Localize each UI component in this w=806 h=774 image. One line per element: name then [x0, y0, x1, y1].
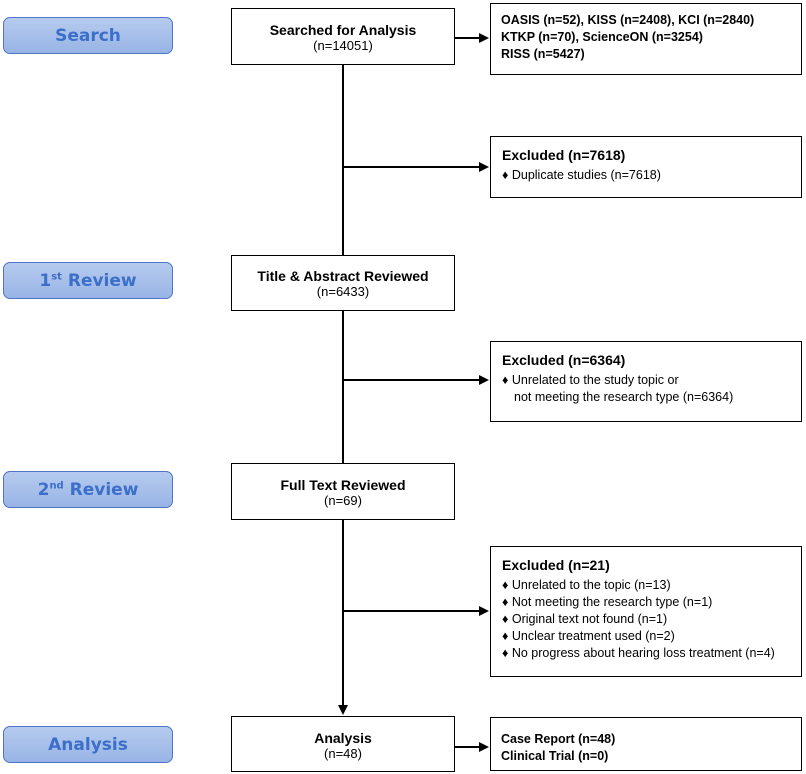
- stage-second-review: 2nd Review: [3, 471, 173, 508]
- title-abstract-count: (n=6433): [316, 284, 370, 299]
- excluded-first-review-header: Excluded (n=6364): [502, 352, 626, 368]
- title-abstract-title: Title & Abstract Reviewed: [257, 268, 429, 284]
- arrow-right-icon: [479, 375, 489, 385]
- sources-line: OASIS (n=52), KISS (n=2408), KCI (n=2840…: [501, 13, 755, 27]
- excluded-item: ♦ No progress about hearing loss treatme…: [502, 646, 775, 660]
- analysis-count: (n=48): [324, 746, 362, 761]
- arrow-down-icon: [338, 705, 348, 715]
- results-line: Clinical Trial (n=0): [501, 749, 609, 763]
- arrow-right-icon: [479, 162, 489, 172]
- connector-horizontal: [343, 379, 480, 381]
- excluded-full-text-header: Excluded (n=21): [502, 557, 610, 573]
- stage-search: Search: [3, 17, 173, 54]
- arrow-right-icon: [479, 606, 489, 616]
- connector-vertical: [342, 311, 344, 463]
- excluded-item: ♦ Duplicate studies (n=7618): [502, 168, 661, 182]
- searched-count: (n=14051): [313, 38, 373, 53]
- connector-vertical: [342, 520, 344, 686]
- searched-box: Searched for Analysis (n=14051): [231, 8, 455, 65]
- sources-box: OASIS (n=52), KISS (n=2408), KCI (n=2840…: [490, 3, 802, 75]
- connector-horizontal: [455, 37, 480, 39]
- title-abstract-box: Title & Abstract Reviewed (n=6433): [231, 255, 455, 311]
- results-box: Case Report (n=48) Clinical Trial (n=0): [490, 717, 802, 771]
- excluded-full-text-box: Excluded (n=21) ♦ Unrelated to the topic…: [490, 546, 802, 677]
- analysis-box: Analysis (n=48): [231, 716, 455, 772]
- analysis-title: Analysis: [314, 730, 372, 746]
- excluded-item: ♦ Unrelated to the study topic or: [502, 373, 679, 387]
- stage-search-label: Search: [55, 25, 121, 46]
- sources-line: KTKP (n=70), ScienceON (n=3254): [501, 30, 703, 44]
- full-text-box: Full Text Reviewed (n=69): [231, 463, 455, 520]
- excluded-duplicates-box: Excluded (n=7618) ♦ Duplicate studies (n…: [490, 136, 802, 198]
- results-line: Case Report (n=48): [501, 732, 616, 746]
- connector-vertical: [342, 65, 344, 255]
- excluded-item: ♦ Unclear treatment used (n=2): [502, 629, 675, 643]
- stage-first-review-label: 1st Review: [39, 270, 137, 291]
- arrow-right-icon: [479, 33, 489, 43]
- stage-first-review: 1st Review: [3, 262, 173, 299]
- excluded-first-review-box: Excluded (n=6364) ♦ Unrelated to the stu…: [490, 341, 802, 422]
- connector-horizontal: [455, 746, 480, 748]
- full-text-count: (n=69): [324, 493, 362, 508]
- connector-horizontal: [343, 166, 480, 168]
- full-text-title: Full Text Reviewed: [280, 477, 406, 493]
- stage-analysis: Analysis: [3, 726, 173, 763]
- excluded-item: ♦ Unrelated to the topic (n=13): [502, 578, 671, 592]
- excluded-duplicates-header: Excluded (n=7618): [502, 147, 626, 163]
- searched-title: Searched for Analysis: [269, 22, 417, 38]
- sources-line: RISS (n=5427): [501, 47, 585, 61]
- excluded-item: ♦ Original text not found (n=1): [502, 612, 668, 626]
- connector-horizontal: [343, 610, 480, 612]
- connector-vertical: [342, 686, 344, 706]
- stage-second-review-label: 2nd Review: [37, 479, 139, 500]
- excluded-item-continuation: not meeting the research type (n=6364): [514, 390, 734, 404]
- excluded-item: ♦ Not meeting the research type (n=1): [502, 595, 713, 609]
- stage-analysis-label: Analysis: [48, 734, 128, 755]
- arrow-right-icon: [479, 742, 489, 752]
